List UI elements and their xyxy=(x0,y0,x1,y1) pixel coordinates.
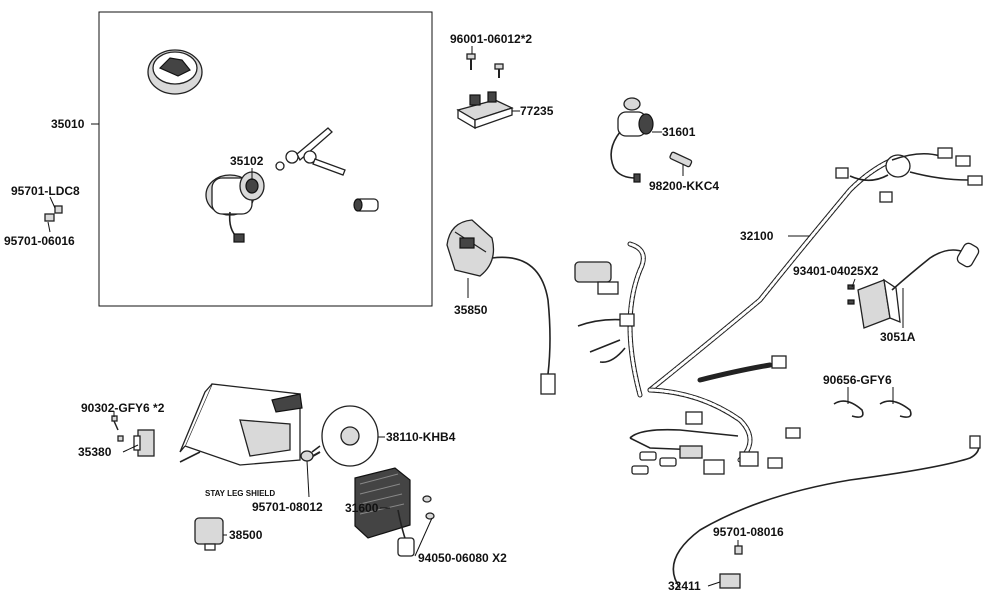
label-35010: 35010 xyxy=(51,117,85,131)
label-stay-leg-shield: STAY LEG SHIELD xyxy=(205,489,275,498)
cable-32411-part xyxy=(672,435,981,589)
label-94050-06080: 94050-06080 X2 xyxy=(418,551,507,565)
stay-bracket-part xyxy=(179,383,303,466)
label-35102: 35102 xyxy=(230,154,264,168)
label-95701-ldc8: 95701-LDC8 xyxy=(11,184,80,198)
kit-box-35010 xyxy=(98,11,433,307)
lock-cylinder-part xyxy=(353,198,379,212)
label-90302-gfy6: 90302-GFY6 *2 xyxy=(81,401,165,415)
ignition-coil-part xyxy=(847,242,980,329)
leader-lines xyxy=(47,46,904,587)
relay-part xyxy=(456,91,514,130)
label-98200-kkc4: 98200-KKC4 xyxy=(649,179,719,193)
label-96001-06012: 96001-06012*2 xyxy=(450,32,532,46)
label-32411: 32411 xyxy=(668,579,701,593)
screw-90302 xyxy=(111,415,124,442)
bolt-95701-08012 xyxy=(300,450,321,462)
label-38500: 38500 xyxy=(229,528,263,542)
label-95701-08016: 95701-08016 xyxy=(713,525,784,539)
relay-38500-part xyxy=(194,517,224,551)
horn-part xyxy=(311,405,379,467)
label-95701-06016: 95701-06016 xyxy=(4,234,75,248)
label-31601: 31601 xyxy=(662,125,696,139)
label-3051a: 3051A xyxy=(880,330,916,344)
label-93401-04025x2: 93401-04025X2 xyxy=(793,264,879,278)
label-35380: 35380 xyxy=(78,445,112,459)
switch-31601-part xyxy=(610,97,654,183)
label-32100: 32100 xyxy=(740,229,774,243)
label-38110-khb4: 38110-KHB4 xyxy=(386,430,456,444)
handlebar-switch-part xyxy=(446,219,556,395)
label-90656-gfy6: 90656-GFY6 xyxy=(823,373,892,387)
fuse-part xyxy=(669,151,693,168)
cable-ties-part xyxy=(833,400,912,418)
screw-95701-ldc8 xyxy=(44,205,63,222)
key-cap-part xyxy=(147,49,203,95)
regulator-part xyxy=(354,467,435,557)
sensor-35380-part xyxy=(133,429,155,457)
screw-96001 xyxy=(466,53,504,78)
label-77235: 77235 xyxy=(520,104,554,118)
wire-harness-part xyxy=(574,147,983,475)
label-95701-08012: 95701-08012 xyxy=(252,500,323,514)
label-31600: 31600 xyxy=(345,501,379,515)
label-35850: 35850 xyxy=(454,303,488,317)
keys-part xyxy=(275,127,346,176)
ignition-switch-part xyxy=(205,171,265,243)
